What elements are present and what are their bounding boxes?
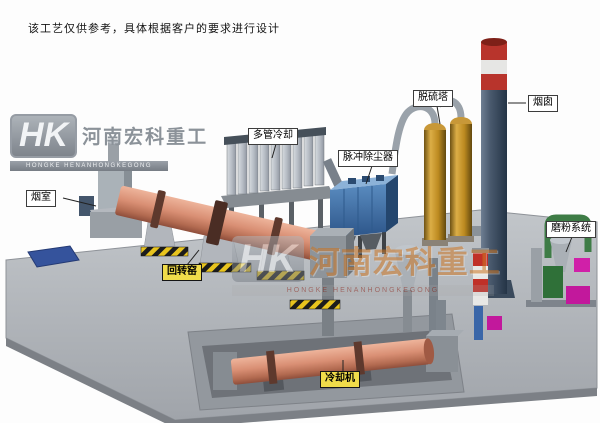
cooling-machine-unit bbox=[230, 338, 435, 392]
label-chimney: 烟囱 bbox=[528, 95, 558, 112]
label-grinding-system: 磨粉系统 bbox=[546, 221, 596, 238]
label-cooling-machine: 冷却机 bbox=[320, 371, 360, 388]
label-rotary-kiln: 回转窑 bbox=[162, 264, 202, 281]
blue-pad bbox=[27, 245, 80, 268]
rotary-kiln-unit bbox=[115, 185, 325, 261]
label-smoke-chamber: 烟室 bbox=[26, 190, 56, 207]
logo-company-name-cn: 河南宏科重工 bbox=[82, 127, 209, 149]
hazard-strips bbox=[140, 246, 341, 310]
watermark-company-name-en: HONGKE HENANHONGKEGONG bbox=[232, 285, 494, 296]
preheater-cyclone bbox=[395, 245, 438, 336]
logo-company-name-en: HONGKE HENANHONGKEGONG bbox=[10, 160, 168, 171]
label-pulse-dust-collector: 脉冲除尘器 bbox=[338, 150, 398, 167]
watermark-hk-mark: HK bbox=[232, 236, 304, 282]
watermark-logo: HK 河南宏科重工 HONGKE HENANHONGKEGONG bbox=[10, 114, 206, 171]
platform-front-edge bbox=[6, 338, 597, 423]
leader-lines bbox=[62, 102, 573, 371]
logo-hk-mark: HK bbox=[10, 114, 78, 158]
watermark-center: HK 河南宏科重工 HONGKE HENANHONGKEGONG bbox=[232, 236, 500, 296]
watermark-company-name-cn: 河南宏科重工 bbox=[308, 244, 501, 280]
striped-column bbox=[472, 248, 489, 305]
cooler-duct bbox=[322, 158, 344, 188]
disclaimer-note: 该工艺仅供参考，具体根据客户的要求进行设计 bbox=[28, 23, 280, 35]
label-multi-tube-cooler: 多管冷却 bbox=[248, 128, 298, 145]
label-desulfurization-tower: 脱硫塔 bbox=[413, 90, 453, 107]
